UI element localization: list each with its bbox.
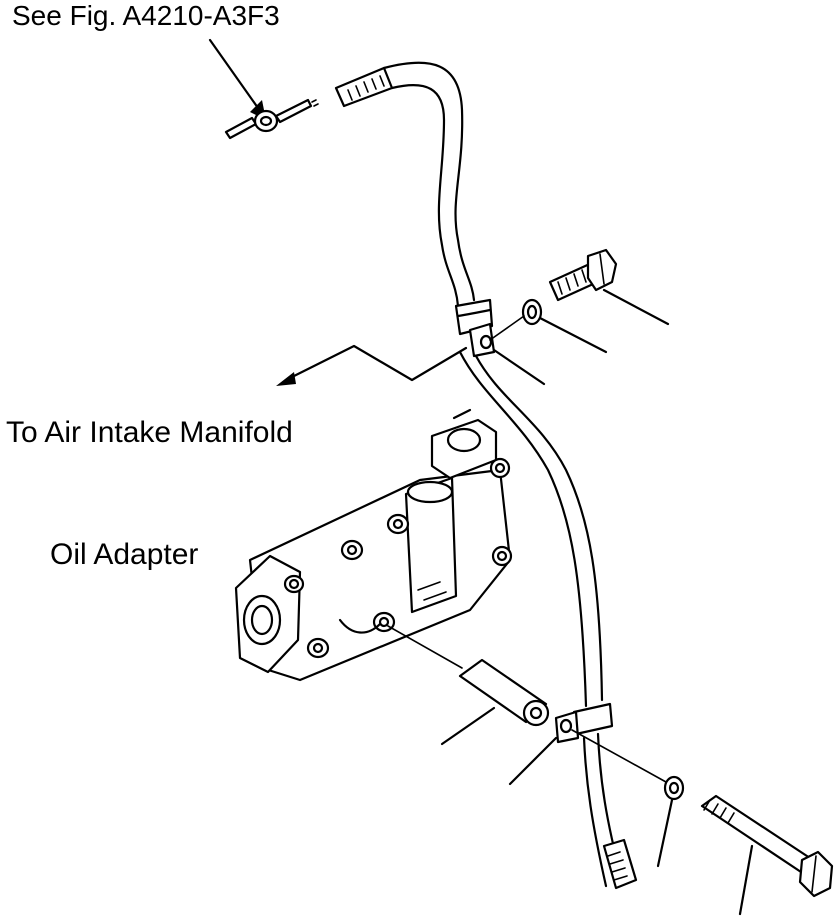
upper-washer xyxy=(521,298,543,326)
oil-adapter-label: Oil Adapter xyxy=(50,538,199,571)
upper-bolt xyxy=(548,248,618,302)
tube-upper xyxy=(334,61,476,308)
oil-adapter-body xyxy=(234,408,513,682)
air-intake-label: To Air Intake Manifold xyxy=(6,416,293,449)
lower-washer xyxy=(663,775,685,801)
tube-clamp-upper xyxy=(454,298,496,358)
callout-lines xyxy=(276,288,754,916)
tee-connector xyxy=(224,98,319,140)
lower-bolt xyxy=(700,794,834,898)
reference-leader-arrow xyxy=(208,38,266,120)
spacer-sleeve xyxy=(458,658,550,727)
tube-lower xyxy=(582,732,638,890)
tube-clamp-lower xyxy=(554,702,614,744)
figure-reference-label: See Fig. A4210-A3F3 xyxy=(12,0,280,31)
tube-middle xyxy=(458,350,604,708)
